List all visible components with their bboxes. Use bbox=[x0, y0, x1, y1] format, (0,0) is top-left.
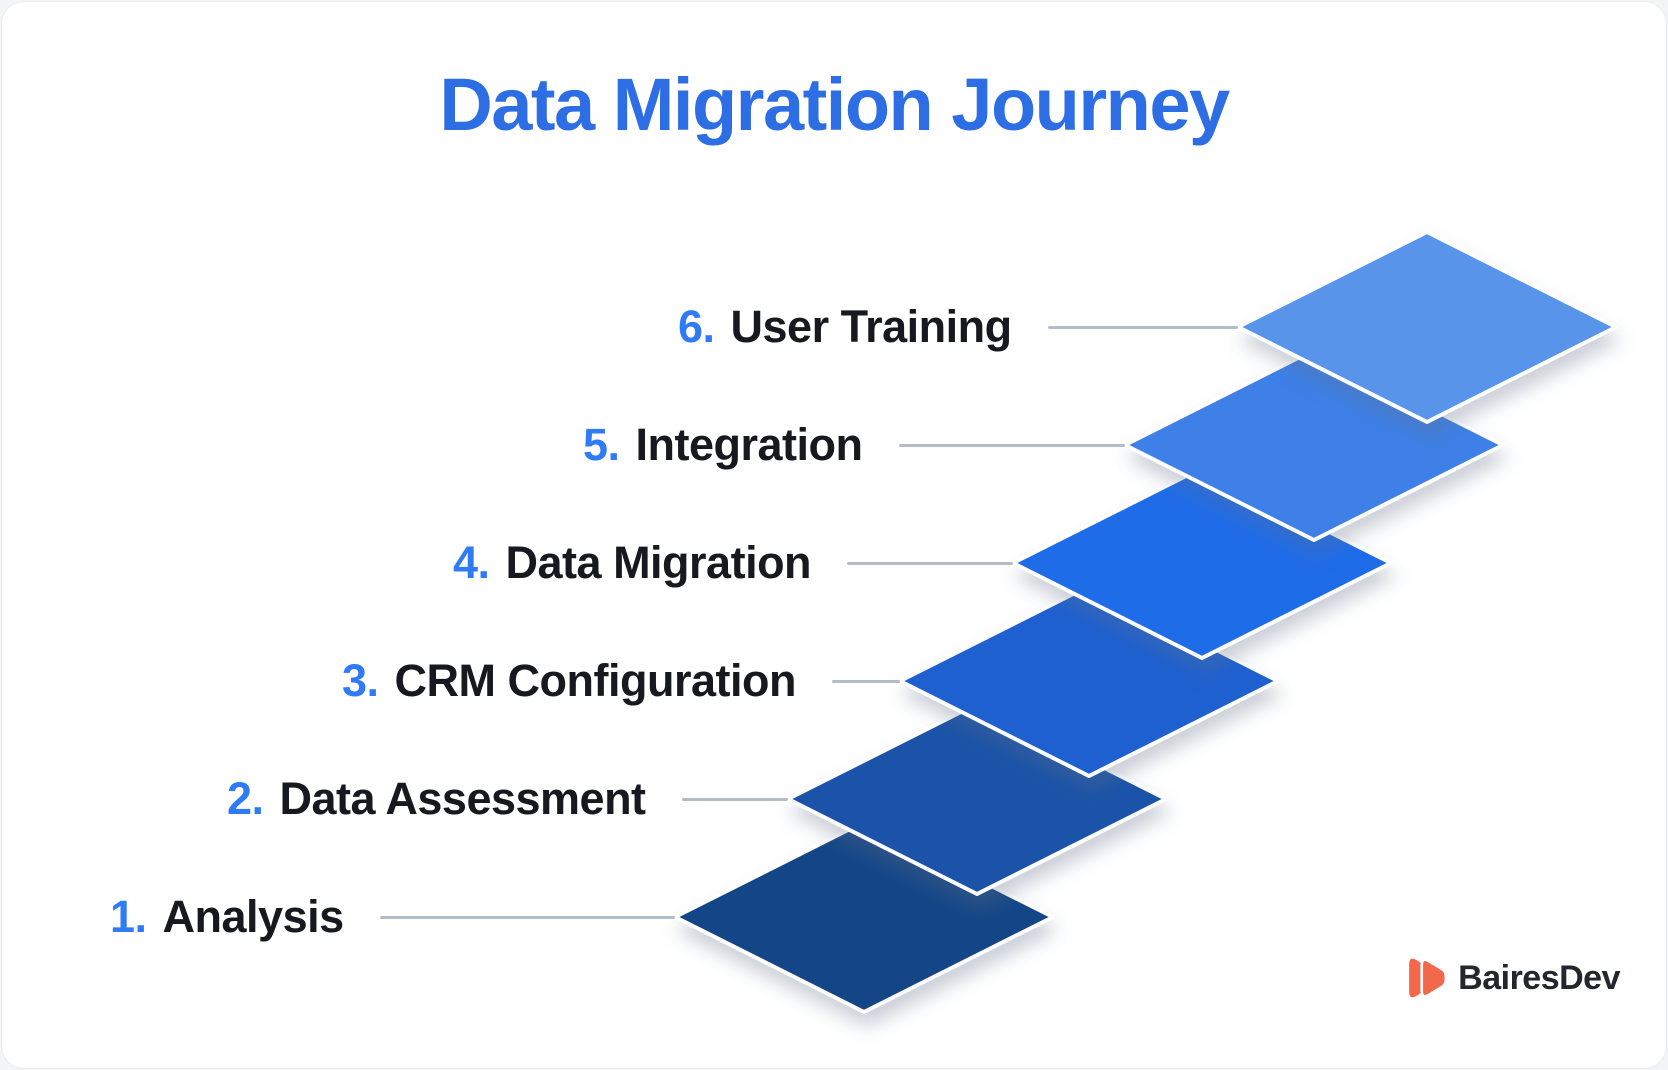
page-title: Data Migration Journey bbox=[439, 63, 1230, 146]
step-3-connector-line bbox=[831, 679, 900, 683]
step-1-number: 1. bbox=[110, 891, 147, 942]
bairesdev-logo-text: BairesDev bbox=[1458, 958, 1620, 997]
step-5-label: 5. Integration bbox=[583, 412, 1125, 478]
bairesdev-logo-icon bbox=[1409, 958, 1448, 998]
step-6-connector-line bbox=[1047, 325, 1238, 329]
step-4-label: 4. Data Migration bbox=[453, 530, 1013, 596]
step-5-text: Integration bbox=[635, 419, 864, 470]
step-3-number: 3. bbox=[342, 655, 379, 706]
bairesdev-logo: BairesDev bbox=[1406, 956, 1620, 1000]
step-6-number: 6. bbox=[678, 301, 715, 352]
step-2-connector-line bbox=[681, 797, 788, 801]
step-1-text: Analysis bbox=[162, 891, 345, 942]
step-2-number: 2. bbox=[227, 773, 264, 824]
step-3-label: 3. CRM Configuration bbox=[342, 648, 900, 714]
step-2-text: Data Assessment bbox=[279, 773, 647, 824]
step-4-connector-line bbox=[847, 561, 1013, 565]
step-4-number: 4. bbox=[453, 537, 490, 588]
step-4-text: Data Migration bbox=[505, 537, 812, 588]
step-5-connector-line bbox=[898, 443, 1125, 447]
step-2-label: 2. Data Assessment bbox=[227, 766, 788, 832]
step-1-connector-line bbox=[379, 915, 675, 919]
step-6-label: 6. User Training bbox=[678, 294, 1238, 360]
step-1-label: 1. Analysis bbox=[110, 884, 675, 950]
step-6-text: User Training bbox=[730, 301, 1013, 352]
step-5-number: 5. bbox=[583, 419, 620, 470]
step-3-text: CRM Configuration bbox=[394, 655, 797, 706]
